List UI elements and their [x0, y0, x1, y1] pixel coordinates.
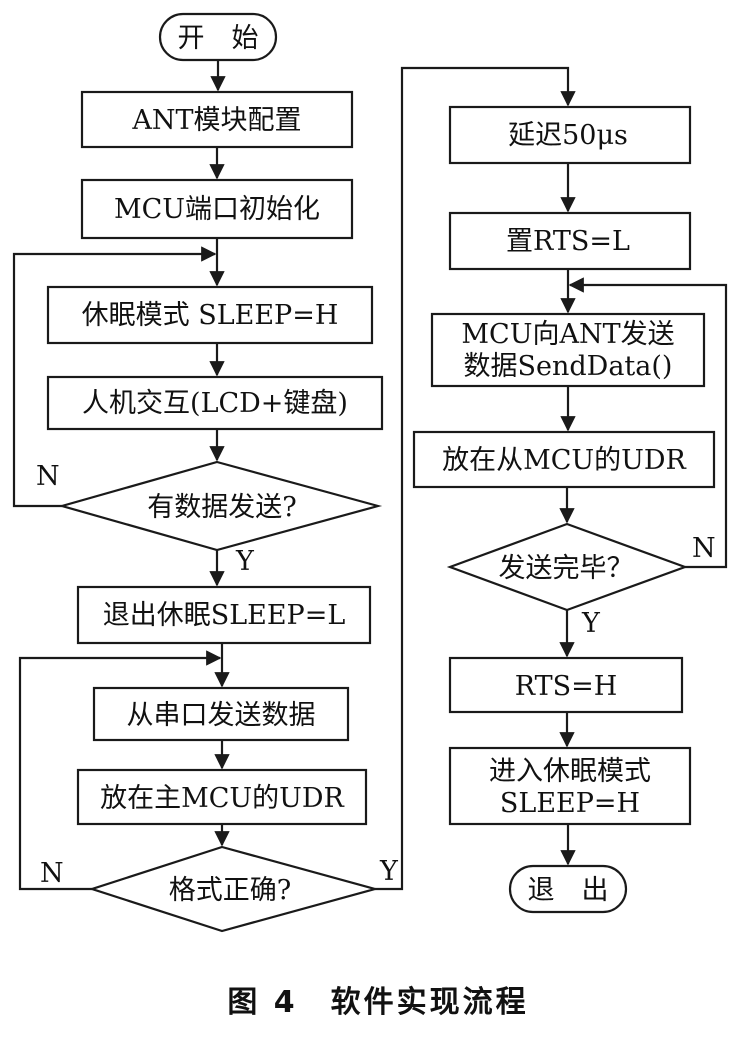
has-data-label: 有数据发送?: [147, 492, 296, 523]
mcu-send-label-line2: 数据SendData(): [464, 351, 673, 382]
send-done-yes-label: Y: [581, 608, 601, 639]
end-label: 退 出: [528, 875, 609, 906]
put-slave-udr-box: [412, 430, 716, 489]
ant-config-label: ANT模块配置: [131, 105, 301, 136]
hmi-box: [46, 375, 384, 431]
put-main-udr-label: 放在主MCU的UDR: [100, 783, 344, 814]
delay-label: 延迟50μs: [508, 120, 628, 151]
has-data-yes-label: Y: [235, 546, 255, 577]
enter-sleep-label-line1: 进入休眠模式: [489, 756, 651, 787]
serial-send-label: 从串口发送数据: [127, 700, 316, 731]
format-ok-label: 格式正确?: [169, 875, 291, 906]
hmi-label: 人机交互(LCD+键盘): [82, 388, 348, 419]
enter-sleep-label-line2: SLEEP=H: [500, 788, 640, 819]
sleep-mode-label: 休眠模式 SLEEP=H: [82, 300, 339, 331]
enter-sleep-box: [448, 746, 692, 826]
arrow-send-done-no-loop: [568, 277, 728, 569]
format-no-label: N: [40, 858, 64, 889]
end-terminal: [508, 864, 628, 914]
set-rts-low-label: 置RTS=L: [506, 226, 630, 257]
mcu-send-box: [430, 312, 706, 388]
put-main-udr-box: [76, 768, 368, 826]
mcu-init-label: MCU端口初始化: [114, 194, 320, 225]
rts-high-label: RTS=H: [515, 671, 618, 702]
start-label: 开 始: [178, 23, 259, 54]
put-slave-udr-label: 放在从MCU的UDR: [442, 445, 686, 476]
rts-high-box: [448, 656, 684, 714]
sleep-mode-box: [46, 285, 374, 345]
mcu-send-label-line1: MCU向ANT发送: [461, 319, 674, 350]
send-done-no-label: N: [692, 533, 716, 564]
exit-sleep-box: [76, 585, 372, 645]
format-ok-decision: [88, 845, 380, 933]
has-data-no-label: N: [36, 461, 60, 492]
arrow-format-no-loop: [18, 650, 222, 891]
serial-send-box: [92, 686, 350, 742]
arrow-format-yes-to-right: [375, 66, 576, 891]
arrow-has-data-no-loop: [12, 246, 217, 508]
ant-config-box: [80, 90, 354, 149]
figure-caption: 图 4 软件实现流程: [227, 985, 528, 1020]
exit-sleep-label: 退出休眠SLEEP=L: [103, 600, 346, 631]
set-rts-low-box: [448, 211, 692, 271]
mcu-init-box: [80, 178, 354, 240]
format-yes-label: Y: [379, 856, 399, 887]
delay-box: [448, 105, 692, 165]
send-done-label: 发送完毕？: [499, 553, 634, 584]
